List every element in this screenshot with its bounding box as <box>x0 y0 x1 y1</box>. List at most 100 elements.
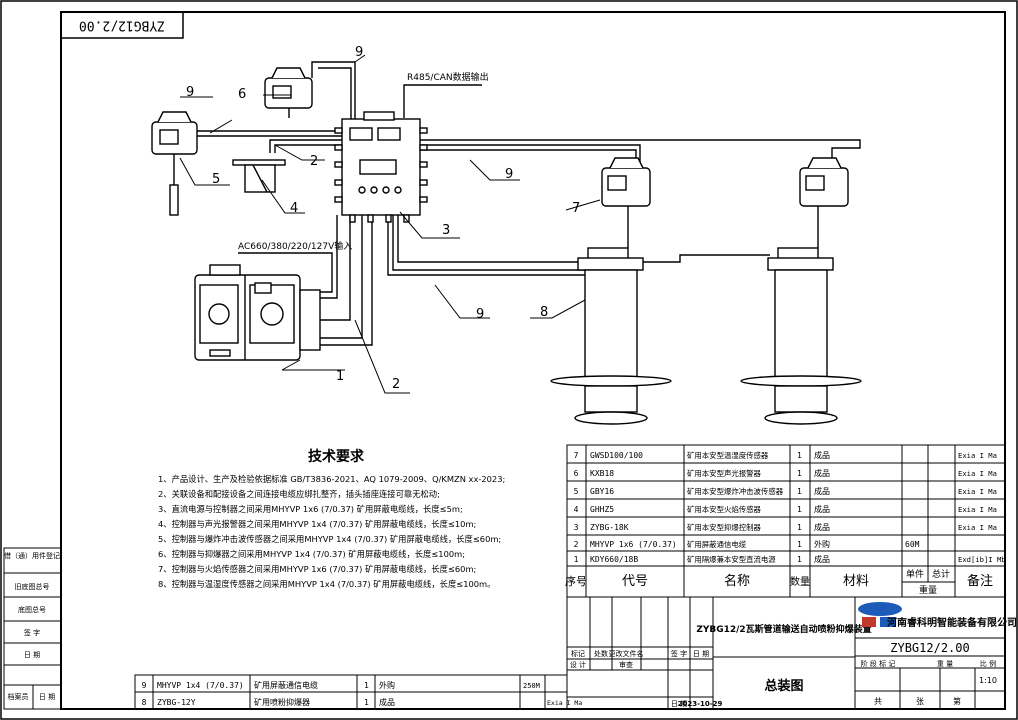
bom-row-seq: 3 <box>574 523 579 532</box>
bom-row-remark: Exd[ib]I Mb <box>958 555 1006 564</box>
bom-row-qty: 1 <box>797 487 802 496</box>
tech-item-6: 6、控制器与抑爆器之间采用MHYVP 1x4 (7/0.37) 矿用屏蔽电缆线，… <box>158 549 465 559</box>
bottom-bom-name: 矿用喷粉抑爆器 <box>254 697 310 707</box>
bom-row-code: GWSD100/100 <box>590 451 643 460</box>
top-number-box <box>60 11 184 39</box>
bom-row-qty: 1 <box>797 505 802 514</box>
bom-row-remark: Exia I Ma <box>958 451 997 460</box>
tech-item-1: 1、产品设计、生产及检验依据标准 GB/T3836-2021、AQ 1079-2… <box>158 474 505 484</box>
bom-row-name: 矿用本安型抑爆控制器 <box>687 523 762 532</box>
bom-row-code: MHYVP 1x6 (7/0.37) <box>590 540 677 549</box>
stamp-label-6: 日 期 <box>39 693 55 701</box>
tech-item-2: 2、关联设备和配接设备之间连接电缆应绑扎整齐，插头插座连接可靠无松动; <box>158 489 440 499</box>
top-drawing-number: ZYBG12/2.00 <box>79 18 165 33</box>
tb-date-value: 2023-10-29 <box>678 700 723 708</box>
leader-lines <box>179 54 601 394</box>
callout-5: 5 <box>212 172 220 187</box>
bom-row-name: 矿用本安型声光报警器 <box>687 469 762 478</box>
bom-row-remark: Exia I Ma <box>958 505 997 514</box>
tech-item-4: 4、控制器与声光报警器之间采用MHYVP 1x4 (7/0.37) 矿用屏蔽电缆… <box>158 519 476 529</box>
bom-row-code: GBY16 <box>590 487 614 496</box>
tb-weight: 重 量 <box>937 660 953 668</box>
callout-9-right: 9 <box>505 167 513 182</box>
controller-box <box>334 111 428 223</box>
callout-7: 7 <box>572 201 580 216</box>
bom-row-name: 矿用本安型温湿度传感器 <box>687 451 769 460</box>
stamp-label-0: 借（通）用件登记 <box>4 551 60 560</box>
bom-table-grid <box>566 444 1006 598</box>
bom-row-qty: 1 <box>797 451 802 460</box>
bom-row-code: KDY660/18B <box>590 555 638 564</box>
tb-count: 处数 <box>594 649 608 658</box>
bom-header-weight: 重量 <box>919 584 937 596</box>
sensor-6 <box>264 67 313 118</box>
tech-item-5: 5、控制器与爆炸冲击波传感器之间采用MHYVP 1x4 (7/0.37) 矿用屏… <box>158 534 501 544</box>
bom-row-name: 矿用屏蔽通信电缆 <box>687 540 747 549</box>
bom-row-name: 矿用隔爆兼本安型直流电源 <box>687 555 776 564</box>
bom-row-qty: 1 <box>797 469 802 478</box>
tech-item-3: 3、直流电源与控制器之间采用MHYVP 1x6 (7/0.37) 矿用屏蔽电缆线… <box>158 504 463 514</box>
title-block-grid <box>566 596 1006 710</box>
tb-mark: 标记 <box>571 649 585 658</box>
bom-row-total: 60M <box>905 540 920 549</box>
callout-6: 6 <box>238 87 246 102</box>
bom-row-code: GHHZ5 <box>590 505 614 514</box>
stamp-label-1: 旧底图总号 <box>15 582 50 591</box>
tb-sheet: 张 <box>916 697 924 706</box>
suppressor-left <box>550 157 672 425</box>
bom-row-material: 成品 <box>814 486 830 496</box>
bottom-bom-grid <box>134 674 568 710</box>
bom-row-seq: 4 <box>574 505 579 514</box>
bottom-bom-name: 矿用屏蔽通信电缆 <box>254 680 318 690</box>
suppressor-right <box>740 157 862 425</box>
bom-row-qty: 1 <box>797 523 802 532</box>
bom-header-code: 代号 <box>622 574 648 589</box>
bottom-bom-qty: 1 <box>364 681 369 690</box>
callout-2-top: 2 <box>310 154 318 169</box>
bom-row-qty: 1 <box>797 555 802 564</box>
bom-header-remark: 备注 <box>967 573 993 589</box>
power-input-label: AC660/380/220/127V输入 <box>238 240 352 252</box>
bom-row-material: 成品 <box>814 468 830 478</box>
bom-row-material: 成品 <box>814 504 830 514</box>
callout-8: 8 <box>540 305 548 320</box>
tech-title: 技术要求 <box>308 448 365 465</box>
bom-row-material: 外购 <box>814 539 830 549</box>
bom-row-seq: 1 <box>574 555 579 564</box>
callout-2-bottom: 2 <box>392 377 400 392</box>
callout-9-bottom: 9 <box>476 307 484 322</box>
callout-3: 3 <box>442 223 450 238</box>
tb-scale: 1:10 <box>979 676 997 685</box>
signal-output-label: R485/CAN数据输出 <box>407 71 489 83</box>
bom-header-seq: 序号 <box>565 574 587 588</box>
callout-9-top: 9 <box>355 45 363 60</box>
tb-company: 河南睿科明智能装备有限公司 <box>887 616 1017 629</box>
callout-1: 1 <box>336 369 344 384</box>
tb-review: 审查 <box>619 660 633 669</box>
bom-row-seq: 2 <box>574 540 579 549</box>
bom-row-remark: Exia I Ma <box>958 487 997 496</box>
bom-row-material: 成品 <box>814 554 830 564</box>
tb-ratio: 比 例 <box>980 659 996 668</box>
bom-row-qty: 1 <box>797 540 802 549</box>
bom-row-material: 成品 <box>814 522 830 532</box>
bom-row-remark: Exia I Ma <box>958 523 997 532</box>
bottom-bom-material: 成品 <box>379 697 395 707</box>
tb-drawing-no: ZYBG12/2.00 <box>890 641 969 655</box>
stamp-label-2: 底图总号 <box>18 605 46 614</box>
tb-date-label: 日 期 <box>671 700 687 708</box>
bom-row-remark: Exia I Ma <box>958 469 997 478</box>
tb-sign: 签 字 <box>671 649 687 658</box>
left-stamp-column <box>3 547 62 710</box>
bom-row-seq: 6 <box>574 469 579 478</box>
tb-date: 日 期 <box>693 650 709 658</box>
callout-9-left: 9 <box>186 85 194 100</box>
tb-doc: 更改文件名 <box>609 649 644 658</box>
bom-row-code: ZYBG-18K <box>590 523 629 532</box>
tb-project-name: ZYBG12/2瓦斯管道输送自动喷粉抑爆装置 <box>696 623 871 635</box>
bottom-bom-code: MHYVP 1x4 (7/0.37) <box>157 681 244 690</box>
